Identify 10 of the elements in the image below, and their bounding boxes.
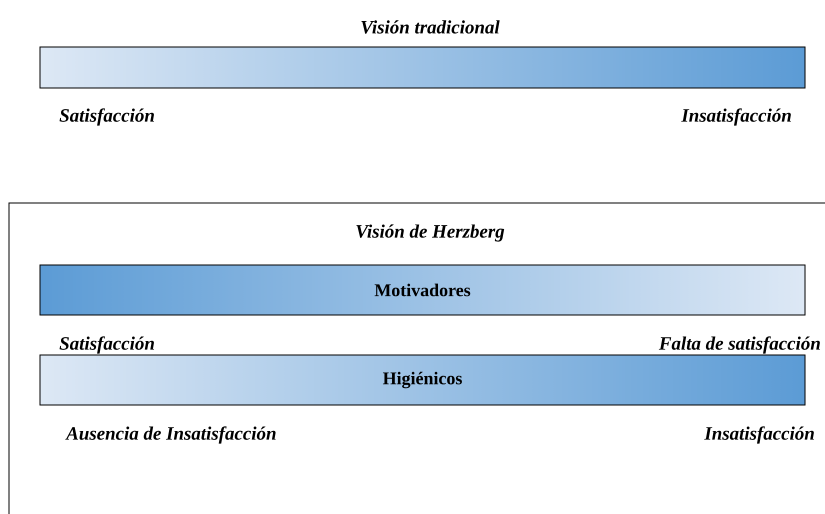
end-label: Insatisfacción [704,426,814,444]
end-label: Satisfacción [60,108,154,126]
end-label: Falta de satisfacción [658,336,820,354]
gradient-bar: Motivadores [40,264,806,316]
end-label: Insatisfacción [681,108,791,126]
gradient-bar: Higiénicos [40,354,806,406]
end-label: Satisfacción [60,336,154,354]
heading: Visión tradicional [361,20,500,34]
end-label: Ausencia de Insatisfacción [65,426,276,444]
heading: Visión de Herzberg [356,224,504,242]
